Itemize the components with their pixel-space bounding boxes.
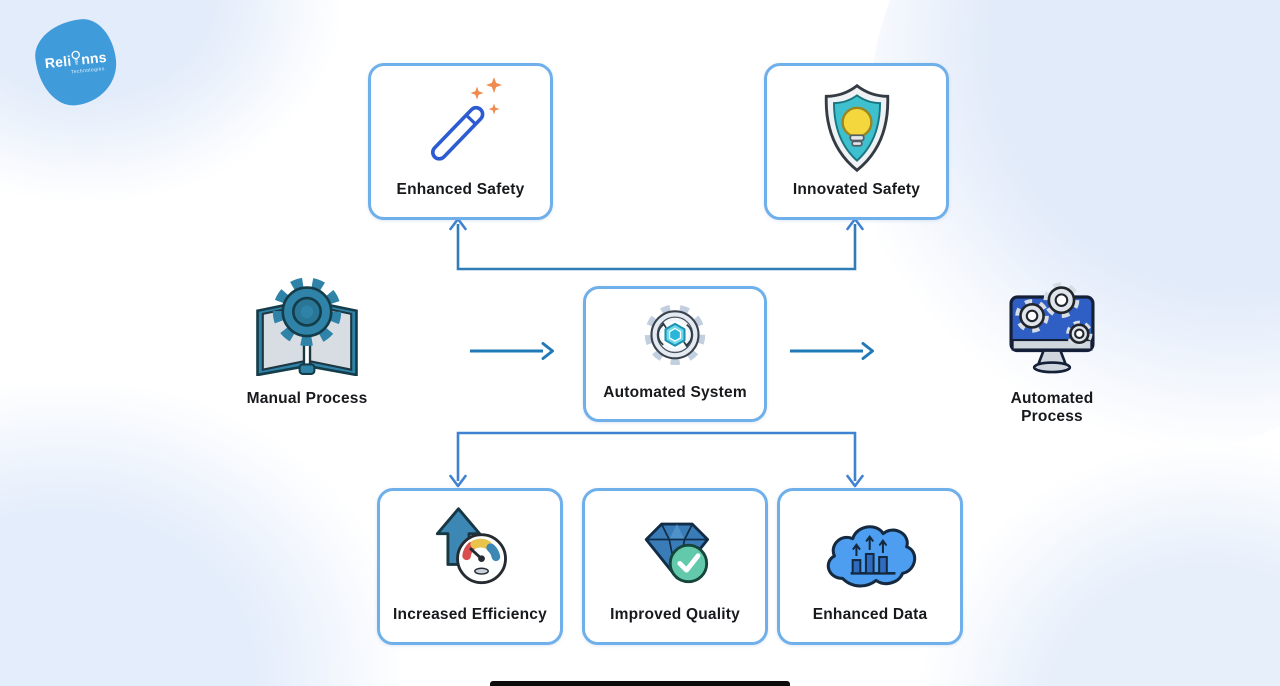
logo-text-part1: Reli bbox=[44, 52, 73, 72]
arrowhead-up-right bbox=[846, 217, 864, 231]
book-gear-icon bbox=[249, 276, 365, 381]
node-enhanced-data: Enhanced Data bbox=[777, 488, 963, 645]
arrowhead-up-left bbox=[449, 217, 467, 231]
node-label: Manual Process bbox=[246, 390, 368, 407]
home-indicator-bar bbox=[490, 681, 790, 686]
magic-wand-icon bbox=[411, 77, 511, 183]
node-label: Innovated Safety bbox=[792, 181, 921, 198]
background-blob-bottom-right bbox=[920, 446, 1280, 686]
logo-text-part2: nns bbox=[80, 48, 108, 68]
node-label: Increased Efficiency bbox=[393, 606, 547, 623]
arrowhead-down-right bbox=[846, 474, 864, 488]
node-enhanced-safety: Enhanced Safety bbox=[368, 63, 553, 220]
logo-subtitle: Technologies bbox=[70, 66, 106, 76]
node-manual-process: Manual Process bbox=[237, 276, 377, 410]
arrowhead-right-left bbox=[541, 342, 554, 360]
diamond-check-icon bbox=[627, 503, 723, 604]
background-blob-bottom-left bbox=[0, 386, 400, 686]
node-automated-system: Automated System bbox=[583, 286, 767, 422]
node-label: Improved Quality bbox=[610, 606, 740, 623]
node-automated-process: Automated Process bbox=[982, 276, 1122, 425]
monitor-gears-icon bbox=[994, 276, 1110, 386]
gear-hexagon-icon bbox=[633, 297, 717, 386]
node-innovated-safety: Innovated Safety bbox=[764, 63, 949, 220]
cloud-chart-icon bbox=[814, 509, 926, 606]
logo-wordmark: Reli nns bbox=[44, 47, 108, 72]
arrowhead-right-right bbox=[861, 342, 874, 360]
node-label: Enhanced Safety bbox=[396, 181, 525, 198]
shield-bulb-icon bbox=[809, 80, 905, 181]
node-label: Automated Process bbox=[1010, 390, 1094, 425]
relinns-logo: Reli nns Technologies bbox=[31, 16, 121, 109]
lightbulb-icon bbox=[71, 50, 82, 68]
node-label: Enhanced Data bbox=[812, 606, 928, 623]
arrowhead-down-left bbox=[449, 474, 467, 488]
node-label: Automated System bbox=[603, 384, 747, 401]
node-improved-quality: Improved Quality bbox=[582, 488, 768, 645]
node-increased-efficiency: Increased Efficiency bbox=[377, 488, 563, 645]
arrow-gauge-icon bbox=[422, 503, 518, 604]
